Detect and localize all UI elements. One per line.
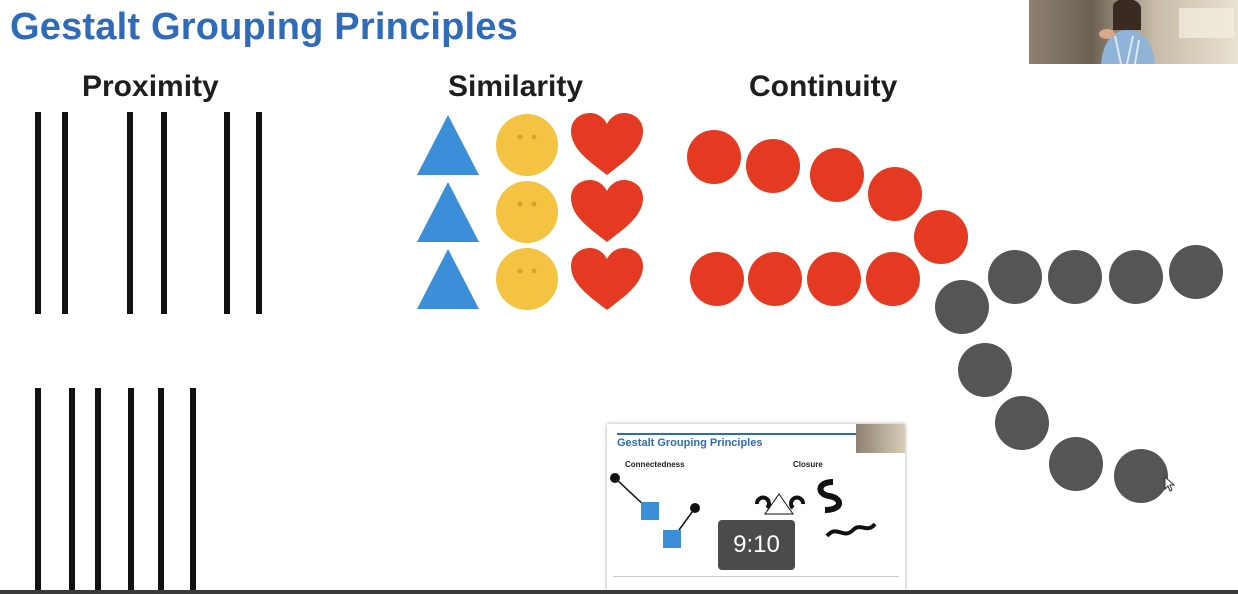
vertical-line: [128, 388, 134, 590]
gray-circle: [1048, 250, 1102, 304]
gray-circle: [1114, 449, 1168, 503]
preview-webcam: [856, 424, 905, 453]
vertical-line: [62, 112, 68, 314]
preview-label-closure: Closure: [793, 460, 823, 469]
gray-circle: [1109, 250, 1163, 304]
presenter-webcam[interactable]: [1029, 0, 1238, 64]
vertical-line: [35, 112, 41, 314]
gray-circle: [958, 343, 1012, 397]
video-progress-track[interactable]: [0, 590, 1238, 594]
proximity-heading: Proximity: [82, 70, 219, 103]
gray-circle: [988, 250, 1042, 304]
seek-timestamp: 9:10: [718, 520, 795, 570]
vertical-line: [161, 112, 167, 314]
heart-icon: [571, 248, 643, 310]
vertical-line: [69, 388, 75, 590]
vertical-line: [127, 112, 133, 314]
red-circle: [746, 139, 800, 193]
triangle-icon: [417, 182, 479, 242]
vertical-line: [158, 388, 164, 590]
continuity-heading: Continuity: [749, 70, 898, 103]
red-circle: [690, 252, 744, 306]
triangle-icon: [417, 249, 479, 309]
red-circle: [687, 130, 741, 184]
triangle-icon: [417, 115, 479, 175]
preview-connectedness-diagram: [610, 473, 700, 548]
gray-circle: [935, 280, 989, 334]
vertical-line: [95, 388, 101, 590]
preview-closure-diagram: [755, 479, 877, 538]
vertical-line: [224, 112, 230, 314]
red-circle: [914, 210, 968, 264]
smiley-face-icon: [496, 114, 558, 176]
preview-title-rule: [617, 433, 860, 435]
cursor-arrow-icon: [1164, 476, 1176, 492]
preview-footer-rule: [613, 576, 899, 577]
presenter-video-frame: [1099, 0, 1234, 64]
red-circle: [810, 148, 864, 202]
similarity-heading: Similarity: [448, 70, 584, 103]
smiley-face-icon: [496, 181, 558, 243]
smiley-face-icon: [496, 248, 558, 310]
gray-circle: [1169, 245, 1223, 299]
gray-circle: [1049, 437, 1103, 491]
red-circle: [866, 252, 920, 306]
vertical-line: [256, 112, 262, 314]
preview-title: Gestalt Grouping Principles: [617, 437, 763, 449]
gray-circle: [995, 396, 1049, 450]
slide-title: Gestalt Grouping Principles: [10, 6, 518, 48]
heart-icon: [571, 113, 643, 175]
red-circle: [807, 252, 861, 306]
preview-label-connectedness: Connectedness: [625, 460, 685, 469]
red-circle: [868, 167, 922, 221]
vertical-line: [190, 388, 196, 590]
vertical-line: [35, 388, 41, 590]
heart-icon: [571, 180, 643, 242]
red-circle: [748, 252, 802, 306]
